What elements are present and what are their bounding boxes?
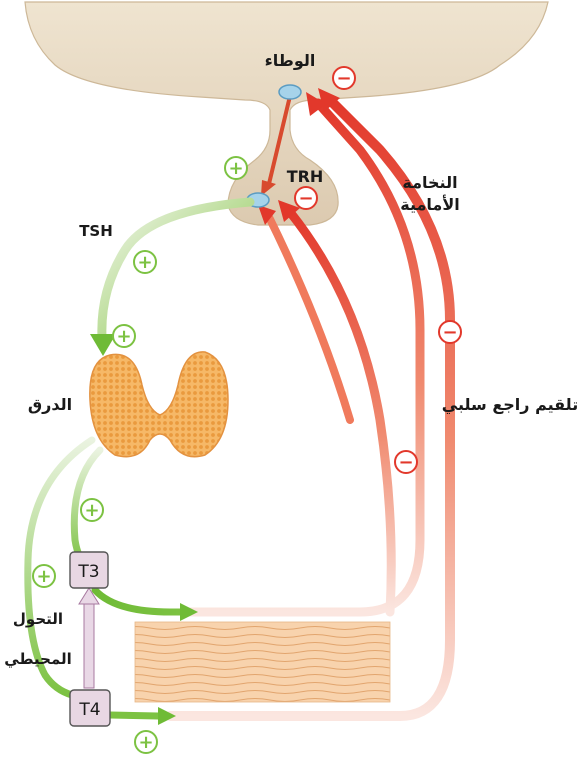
negative-feedback-label: تلقيم راجع سلبي: [442, 395, 577, 415]
t4-box: T4: [70, 690, 110, 726]
minus-sign-feedback-upper: −: [439, 321, 461, 343]
minus-sign-feedback-lower: −: [395, 451, 417, 473]
tsh-label: TSH: [79, 222, 113, 240]
t3-to-tissue-arrow: [95, 590, 180, 612]
plus-sign-t4-production: +: [33, 565, 55, 587]
plus-sign-t4-tissue: +: [135, 731, 157, 753]
svg-text:+: +: [116, 326, 131, 347]
plus-sign-thyroid: +: [113, 325, 135, 347]
peripheral-conversion-label-line2: المحيطي: [4, 650, 72, 668]
anterior-pituitary-label-line1: النخامة: [402, 173, 457, 192]
hypothalamus-label: الوطاء: [265, 51, 316, 70]
trh-label: TRH: [287, 167, 324, 186]
minus-sign-pituitary: −: [295, 187, 317, 209]
thyroid-label: الدرق: [28, 395, 72, 414]
svg-text:+: +: [137, 252, 152, 273]
t4-to-tissue-arrow: [110, 715, 158, 716]
peripheral-conversion-label-line1: التحول: [13, 610, 63, 628]
target-tissue: [135, 622, 390, 702]
svg-text:−: −: [398, 452, 413, 473]
minus-sign-hypothalamus: −: [333, 67, 355, 89]
svg-text:+: +: [36, 566, 51, 587]
t4-to-t3-conversion-arrow: [79, 588, 99, 688]
svg-text:−: −: [442, 322, 457, 343]
plus-sign-hypothalamus-pituitary: +: [225, 157, 247, 179]
feedback-arrow-tissue-pituitary: [290, 212, 391, 612]
hypothalamus-neuron: [279, 85, 301, 99]
t4-label: T4: [78, 700, 100, 720]
t3-box: T3: [70, 552, 108, 588]
thyroid-gland: [90, 352, 228, 457]
svg-text:−: −: [336, 68, 351, 89]
svg-text:+: +: [228, 158, 243, 179]
svg-text:−: −: [298, 188, 313, 209]
svg-text:+: +: [138, 732, 153, 753]
plus-sign-tsh: +: [134, 251, 156, 273]
svg-text:+: +: [84, 500, 99, 521]
plus-sign-t3-production: +: [81, 499, 103, 521]
anterior-pituitary-label-line2: الأمامية: [400, 195, 459, 214]
t3-label: T3: [77, 562, 99, 582]
